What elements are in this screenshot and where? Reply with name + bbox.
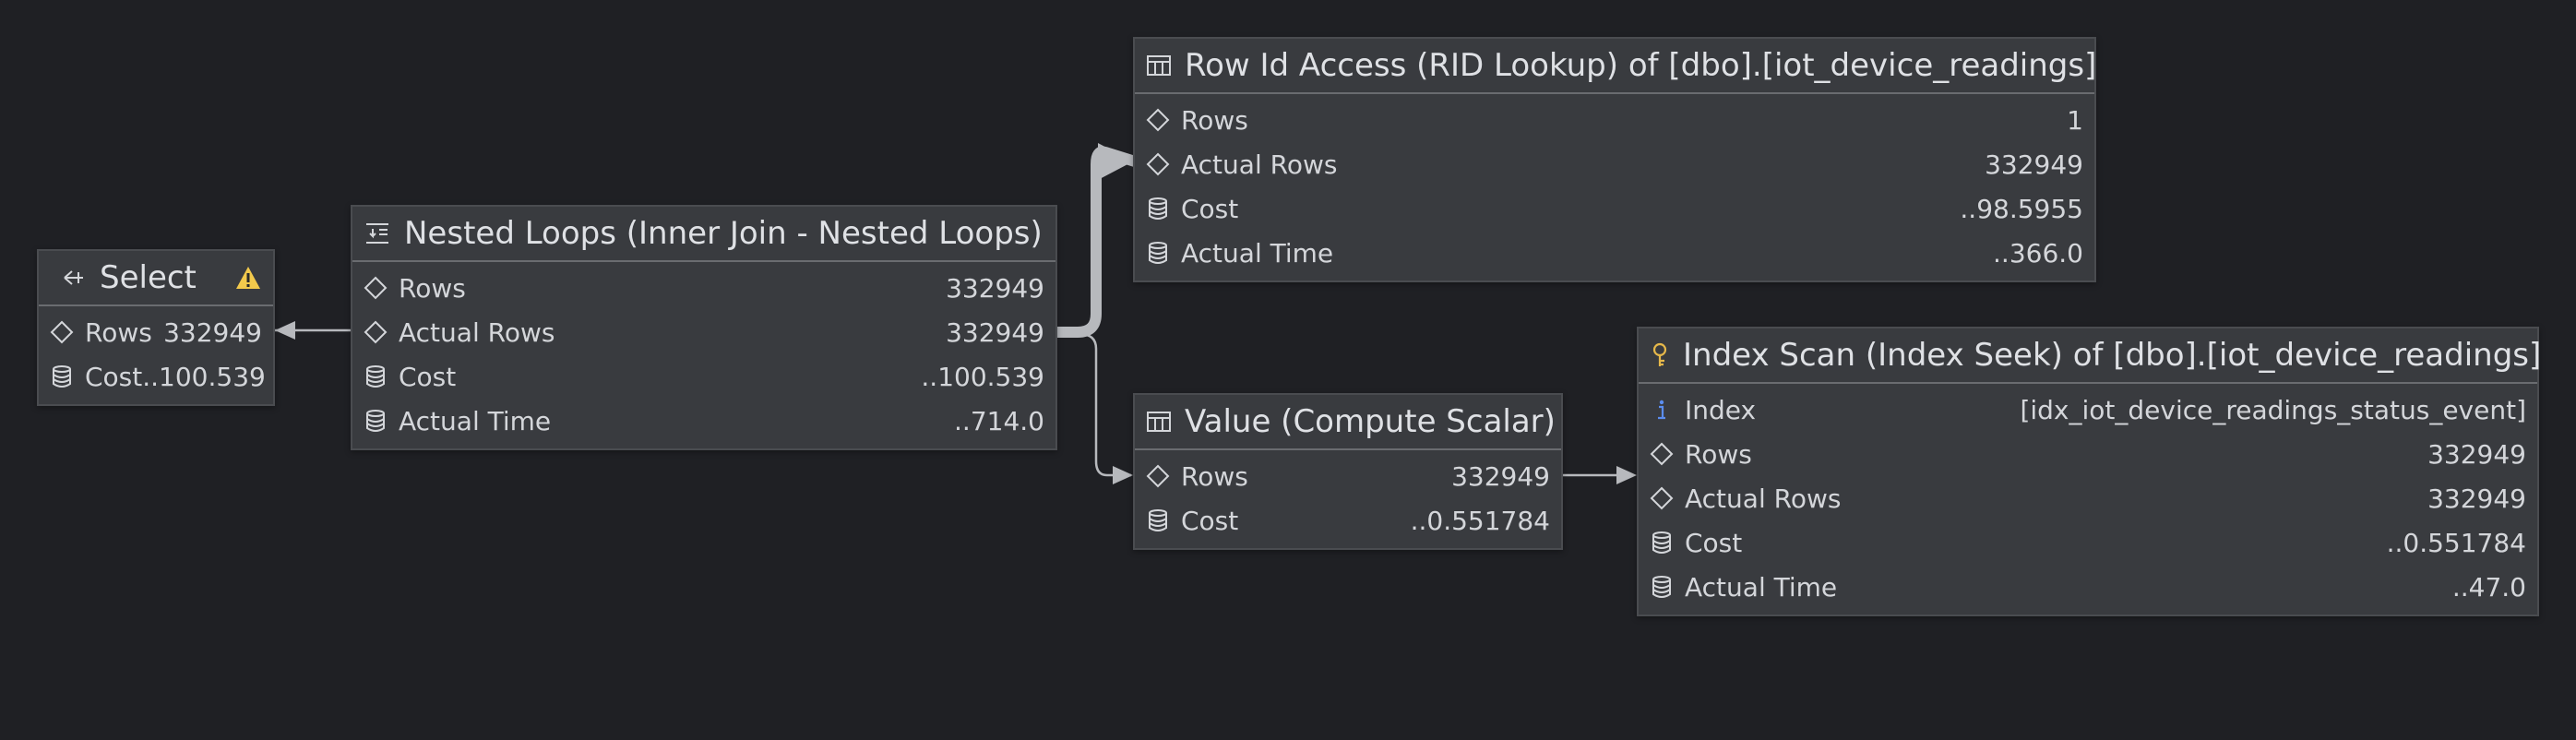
stat-label: Actual Rows bbox=[1685, 483, 1842, 514]
diamond-icon bbox=[364, 320, 388, 344]
database-icon bbox=[50, 364, 74, 388]
nested-loops-icon bbox=[364, 221, 391, 246]
stat-label: Rows bbox=[1181, 104, 1248, 136]
stat-value: ..100.539 bbox=[921, 361, 1044, 392]
table-icon bbox=[1146, 53, 1172, 78]
arrow-back-icon bbox=[61, 265, 87, 291]
stat-value: ..47.0 bbox=[2451, 571, 2526, 603]
database-icon bbox=[364, 409, 388, 433]
stat-label: Rows bbox=[399, 272, 466, 304]
node-title: Row Id Access (RID Lookup) of [dbo].[iot… bbox=[1185, 47, 2097, 84]
stat-value: 1 bbox=[2067, 104, 2083, 136]
edge-arrowhead bbox=[1098, 143, 1133, 180]
stat-row-index: Index [idx_iot_device_readings_status_ev… bbox=[1650, 388, 2526, 432]
stat-label: Cost bbox=[1181, 505, 1239, 536]
stat-row-cost: Cost ..0.551784 bbox=[1650, 520, 2526, 565]
edge-rid-lookup-to-nested-loops bbox=[1057, 146, 1137, 338]
database-icon bbox=[364, 364, 388, 388]
stat-row-rows: Rows 332949 bbox=[1146, 454, 1550, 498]
stat-row-rows: Rows 1 bbox=[1146, 98, 2083, 142]
stat-row-rows: Rows 332949 bbox=[1650, 432, 2526, 476]
stat-label: Cost bbox=[85, 361, 143, 392]
stat-value: 332949 bbox=[1451, 460, 1550, 492]
stat-value: 332949 bbox=[946, 316, 1044, 348]
stat-label: Cost bbox=[399, 361, 457, 392]
stat-value: ..366.0 bbox=[1993, 237, 2083, 269]
stat-label: Actual Time bbox=[1685, 571, 1838, 603]
stat-row-rows: Rows 332949 bbox=[50, 310, 262, 354]
stat-label: Cost bbox=[1181, 193, 1239, 224]
edge-arrowhead bbox=[1616, 466, 1637, 484]
diamond-icon bbox=[1650, 442, 1674, 466]
stat-row-actual-time: Actual Time ..714.0 bbox=[364, 399, 1044, 443]
edge-compute-scalar-to-nested-loops bbox=[1079, 332, 1131, 477]
diamond-icon bbox=[1650, 486, 1674, 510]
stat-label: Actual Time bbox=[399, 405, 552, 436]
database-icon bbox=[1146, 508, 1170, 532]
stat-value: ..98.5955 bbox=[1960, 193, 2083, 224]
stat-value: 332949 bbox=[2427, 483, 2526, 514]
stat-row-actual-rows: Actual Rows 332949 bbox=[1650, 476, 2526, 520]
database-icon bbox=[1146, 197, 1170, 221]
database-icon bbox=[1650, 575, 1674, 599]
stat-value: 332949 bbox=[946, 272, 1044, 304]
stat-value: [idx_iot_device_readings_status_event] bbox=[2020, 394, 2526, 425]
node-select[interactable]: Select Rows 332949 Cost ..100.539 bbox=[37, 249, 275, 406]
stat-row-actual-rows: Actual Rows 332949 bbox=[1146, 142, 2083, 186]
database-icon bbox=[1650, 531, 1674, 555]
stat-value: 332949 bbox=[2427, 438, 2526, 470]
warning-icon[interactable] bbox=[234, 265, 262, 291]
diamond-icon bbox=[1146, 464, 1170, 488]
node-nested-loops[interactable]: Nested Loops (Inner Join - Nested Loops)… bbox=[351, 205, 1057, 450]
stat-label: Rows bbox=[1181, 460, 1248, 492]
node-rid-lookup[interactable]: Row Id Access (RID Lookup) of [dbo].[iot… bbox=[1133, 37, 2096, 282]
stat-row-cost: Cost ..0.551784 bbox=[1146, 498, 1550, 543]
table-icon bbox=[1146, 409, 1172, 435]
stat-label: Actual Rows bbox=[1181, 149, 1338, 180]
diamond-icon bbox=[364, 276, 388, 300]
stat-row-cost: Cost ..98.5955 bbox=[1146, 186, 2083, 231]
node-title: Index Scan (Index Seek) of [dbo].[iot_de… bbox=[1683, 337, 2542, 374]
edge-arrowhead bbox=[1113, 466, 1133, 484]
stat-label: Actual Time bbox=[1181, 237, 1334, 269]
stat-label: Cost bbox=[1685, 527, 1743, 558]
diamond-icon bbox=[1146, 152, 1170, 176]
stat-row-cost: Cost ..100.539 bbox=[50, 354, 266, 399]
stat-value: 332949 bbox=[1985, 149, 2083, 180]
node-title: Select bbox=[100, 259, 197, 296]
node-title: Value (Compute Scalar) bbox=[1185, 403, 1556, 440]
stat-row-actual-time: Actual Time ..47.0 bbox=[1650, 565, 2526, 609]
stat-label: Actual Rows bbox=[399, 316, 555, 348]
node-header: Value (Compute Scalar) bbox=[1135, 395, 1561, 450]
stat-row-actual-time: Actual Time ..366.0 bbox=[1146, 231, 2083, 275]
stat-value: ..714.0 bbox=[954, 405, 1044, 436]
stat-label: Index bbox=[1685, 394, 1757, 425]
diamond-icon bbox=[50, 320, 74, 344]
stat-value: 332949 bbox=[163, 316, 262, 348]
node-header: Select bbox=[39, 251, 273, 306]
diamond-icon bbox=[1146, 108, 1170, 132]
node-header: Index Scan (Index Seek) of [dbo].[iot_de… bbox=[1639, 328, 2541, 384]
stat-value: ..0.551784 bbox=[2386, 527, 2526, 558]
info-icon bbox=[1650, 398, 1674, 422]
stat-label: Rows bbox=[85, 316, 152, 348]
database-icon bbox=[1146, 241, 1170, 265]
node-title: Nested Loops (Inner Join - Nested Loops) bbox=[404, 215, 1043, 252]
stat-row-actual-rows: Actual Rows 332949 bbox=[364, 310, 1044, 354]
node-index-seek[interactable]: Index Scan (Index Seek) of [dbo].[iot_de… bbox=[1637, 327, 2541, 616]
stat-row-rows: Rows 332949 bbox=[364, 266, 1044, 310]
edge-arrowhead bbox=[275, 321, 295, 340]
stat-value: ..0.551784 bbox=[1410, 505, 1550, 536]
node-header: Nested Loops (Inner Join - Nested Loops) bbox=[352, 207, 1055, 262]
key-icon bbox=[1650, 342, 1670, 368]
node-header: Row Id Access (RID Lookup) of [dbo].[iot… bbox=[1135, 39, 2097, 94]
stat-row-cost: Cost ..100.539 bbox=[364, 354, 1044, 399]
node-compute-scalar[interactable]: Value (Compute Scalar) Rows 332949 Cost … bbox=[1133, 393, 1563, 550]
stat-value: ..100.539 bbox=[142, 361, 266, 392]
stat-label: Rows bbox=[1685, 438, 1752, 470]
